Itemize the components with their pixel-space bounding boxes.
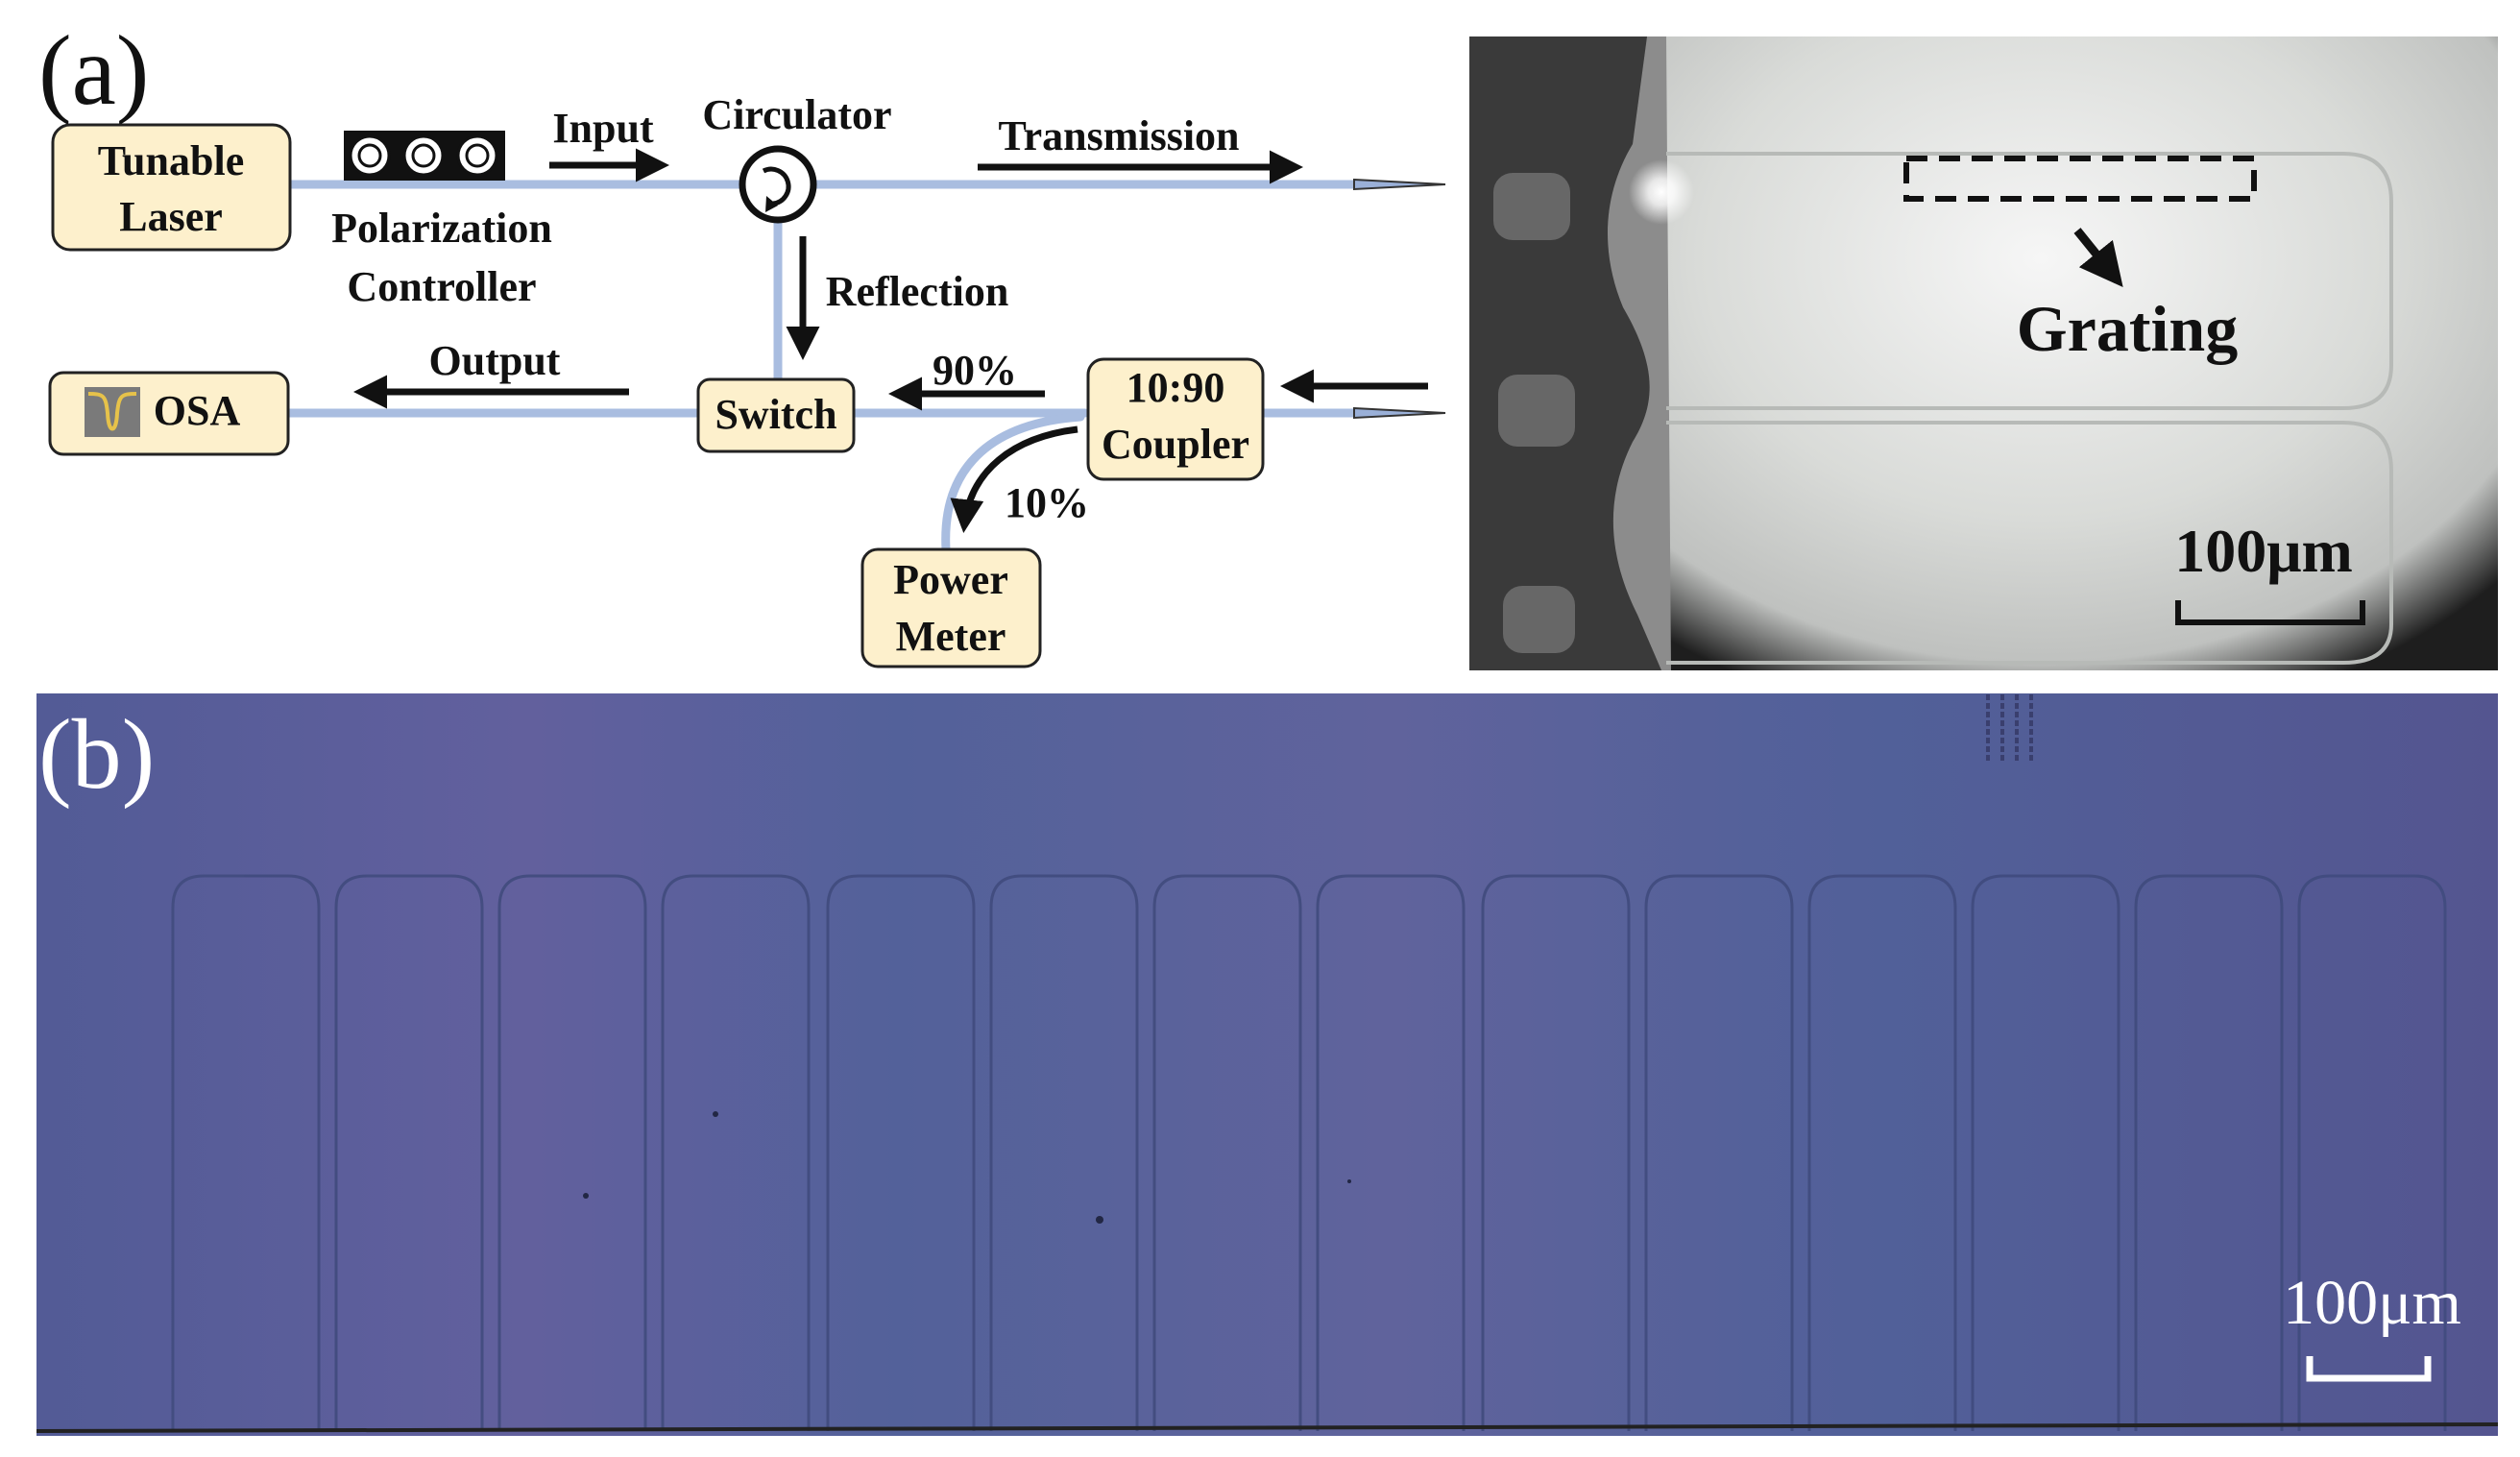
panel-b-scale-label: 100μm	[2283, 1268, 2461, 1338]
transmission-label: Transmission	[998, 112, 1239, 159]
waveguide-loop-top	[1666, 152, 2393, 410]
tunable-laser-box	[51, 123, 292, 252]
power-meter-line1: Power	[893, 556, 1008, 603]
osa-dip-icon	[85, 387, 140, 437]
panel-a-micrograph: Grating 100μm	[1469, 36, 2498, 670]
output-label: Output	[429, 337, 561, 384]
alignment-marks	[1986, 694, 2033, 761]
panel-a-schematic: (a) Tunable Laser Polarizati	[38, 15, 1446, 668]
grating-arrow-icon	[2073, 228, 2123, 288]
coupler-line2: Coupler	[1102, 421, 1249, 468]
tunable-laser-line2: Laser	[119, 193, 223, 240]
tunable-laser-line1: Tunable	[98, 137, 244, 184]
ten-percent-arrow-icon	[950, 425, 1078, 533]
power-meter-box	[860, 547, 1042, 668]
racetrack-array	[171, 874, 2447, 1431]
fiber-tip-coupler	[1353, 406, 1446, 420]
power-meter-line2: Meter	[896, 613, 1006, 660]
fibers	[283, 180, 1369, 554]
polarization-paddle-icon	[344, 131, 505, 181]
grating-label: Grating	[2017, 292, 2238, 365]
panel-b-background	[36, 693, 2498, 1436]
waveguide-loop-bottom	[1666, 421, 2393, 665]
micrograph-scale-bar	[2175, 600, 2365, 625]
input-label: Input	[552, 105, 654, 152]
circulator-label: Circulator	[702, 91, 891, 138]
coupler-line1: 10:90	[1127, 364, 1225, 411]
switch-label: Switch	[715, 391, 836, 438]
polarization-controller-line2: Controller	[347, 263, 536, 310]
micrograph-scale-label: 100μm	[2174, 517, 2353, 585]
panel-b-scale-bar	[2306, 1356, 2432, 1382]
osa-label: OSA	[154, 387, 241, 434]
circulator-icon	[739, 145, 817, 224]
ten-percent-label: 10%	[1005, 479, 1089, 526]
fiber-coupler-powermeter	[941, 412, 1085, 554]
polarization-controller-line1: Polarization	[331, 205, 552, 252]
switch-box	[696, 377, 856, 453]
reflection-label: Reflection	[826, 268, 1009, 315]
fiber-tip-transmission	[1353, 178, 1446, 191]
panel-a-label: (a)	[38, 15, 149, 126]
panel-b-label: (b)	[38, 699, 155, 810]
grating-box	[1903, 156, 2257, 202]
fiber-light-spot	[1629, 159, 1694, 225]
panel-b: (b) 100μm	[36, 693, 2499, 1436]
coupler-box	[1086, 357, 1265, 481]
ninety-percent-label: 90%	[933, 347, 1017, 394]
